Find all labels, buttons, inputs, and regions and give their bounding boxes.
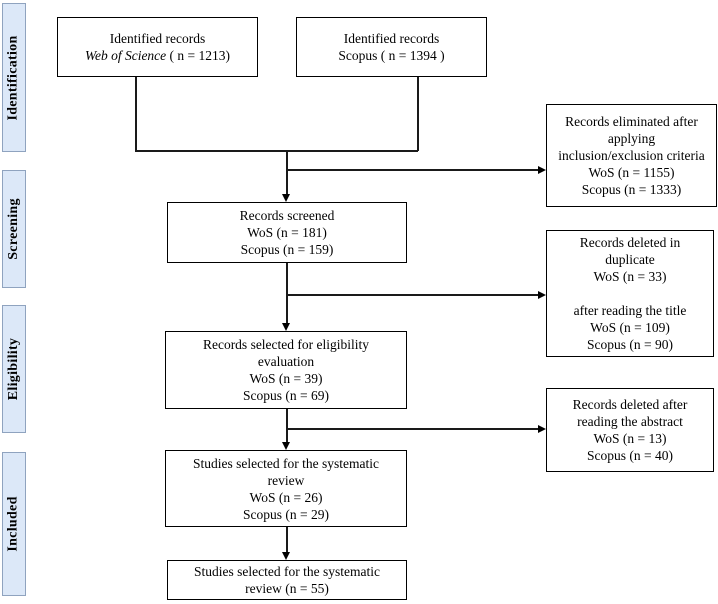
- box-text-line: Scopus ( n = 1394 ): [338, 48, 445, 63]
- source-name-italic: Web of Science: [84, 48, 167, 63]
- box-text-line: inclusion/exclusion criteria: [558, 148, 705, 163]
- record-count: ( n = 1213): [166, 48, 231, 63]
- box-text-line: Scopus (n = 90): [587, 337, 673, 352]
- box-text-line: WoS (n = 33): [593, 269, 667, 284]
- box-text-line: WoS (n = 181): [247, 225, 327, 240]
- box-text-line: review (n = 55): [245, 581, 329, 596]
- box-identified-wos: Identified records Web of Science ( n = …: [57, 17, 258, 77]
- box-text-line: after reading the title: [573, 303, 687, 318]
- box-text-line: WoS (n = 109): [590, 320, 670, 335]
- box-text-line: WoS (n = 39): [249, 371, 323, 386]
- connector-merge-horizontal: [135, 150, 418, 152]
- box-text-line: Records eliminated after: [565, 114, 698, 129]
- box-text-line: Records deleted in: [579, 235, 681, 250]
- box-selected-systematic-review: Studies selected for the systematic revi…: [165, 450, 407, 527]
- box-text-line: Scopus (n = 69): [243, 388, 329, 403]
- box-text-line: Identified records: [343, 31, 440, 46]
- box-text-line: Scopus (n = 1333): [581, 182, 682, 197]
- phase-bar-screening: Screening: [2, 170, 26, 288]
- connector-scopus-down: [417, 77, 419, 151]
- box-records-screened: Records screened WoS (n = 181) Scopus (n…: [167, 202, 407, 263]
- connector-to-final: [286, 527, 288, 553]
- arrowhead-down-screened: [282, 194, 290, 202]
- box-text-line: review: [267, 472, 305, 488]
- box-text-line: applying: [607, 131, 656, 146]
- connector-to-duplicates: [286, 294, 539, 296]
- box-text-line: Web of Science ( n = 1213): [85, 47, 230, 64]
- box-text-line: Records selected for eligibility: [202, 337, 370, 352]
- arrowhead-down-selected: [282, 442, 290, 450]
- box-text-line: Scopus (n = 40): [587, 448, 673, 463]
- box-identified-scopus: Identified records Scopus ( n = 1394 ): [296, 17, 487, 77]
- box-records-deleted-abstract: Records deleted after reading the abstra…: [546, 388, 714, 472]
- box-text-line: duplicate: [605, 252, 655, 267]
- box-text-line: Scopus (n = 159): [240, 242, 334, 257]
- box-text-line: Identified records: [109, 31, 206, 46]
- phase-label-eligibility: Eligibility: [6, 337, 21, 401]
- box-text-line: WoS (n = 13): [593, 431, 667, 446]
- box-text-line: Records deleted after: [572, 397, 688, 412]
- arrowhead-down-eligibility: [282, 323, 290, 331]
- box-text-line: Studies selected for the systematic: [194, 564, 380, 579]
- box-text-line: reading the abstract: [577, 414, 683, 429]
- phase-bar-identification: Identification: [2, 3, 26, 152]
- phase-label-identification: Identification: [6, 34, 21, 121]
- phase-label-screening: Screening: [6, 198, 21, 260]
- box-final-systematic-review: Studies selected for the systematic revi…: [167, 560, 407, 600]
- connector-wos-down: [135, 77, 137, 151]
- connector-to-eligibility: [286, 263, 288, 324]
- arrowhead-right-abstract: [538, 424, 546, 433]
- arrowhead-right-eliminated: [538, 165, 546, 174]
- arrowhead-down-final: [282, 552, 290, 560]
- phase-bar-included: Included: [2, 452, 26, 596]
- arrowhead-right-duplicates: [538, 290, 546, 299]
- phase-label-included: Included: [6, 496, 21, 552]
- box-text-line: evaluation: [257, 354, 315, 369]
- box-text-line: WoS (n = 1155): [588, 165, 675, 180]
- connector-to-eliminated: [286, 169, 539, 171]
- box-text-line: Records screened: [239, 208, 335, 223]
- connector-to-abstract: [286, 428, 539, 430]
- box-eligibility-evaluation: Records selected for eligibility evaluat…: [165, 331, 407, 409]
- phase-bar-eligibility: Eligibility: [2, 305, 26, 433]
- box-text-line: Studies selected for the systematic: [193, 455, 379, 471]
- box-text-line: WoS (n = 26): [249, 489, 323, 505]
- box-records-deleted-duplicate-title: Records deleted in duplicate WoS (n = 33…: [546, 230, 714, 357]
- box-text-line: Scopus (n = 29): [243, 506, 329, 522]
- box-records-eliminated: Records eliminated after applying inclus…: [546, 104, 717, 207]
- connector-to-selected: [286, 409, 288, 443]
- connector-to-screened: [286, 150, 288, 196]
